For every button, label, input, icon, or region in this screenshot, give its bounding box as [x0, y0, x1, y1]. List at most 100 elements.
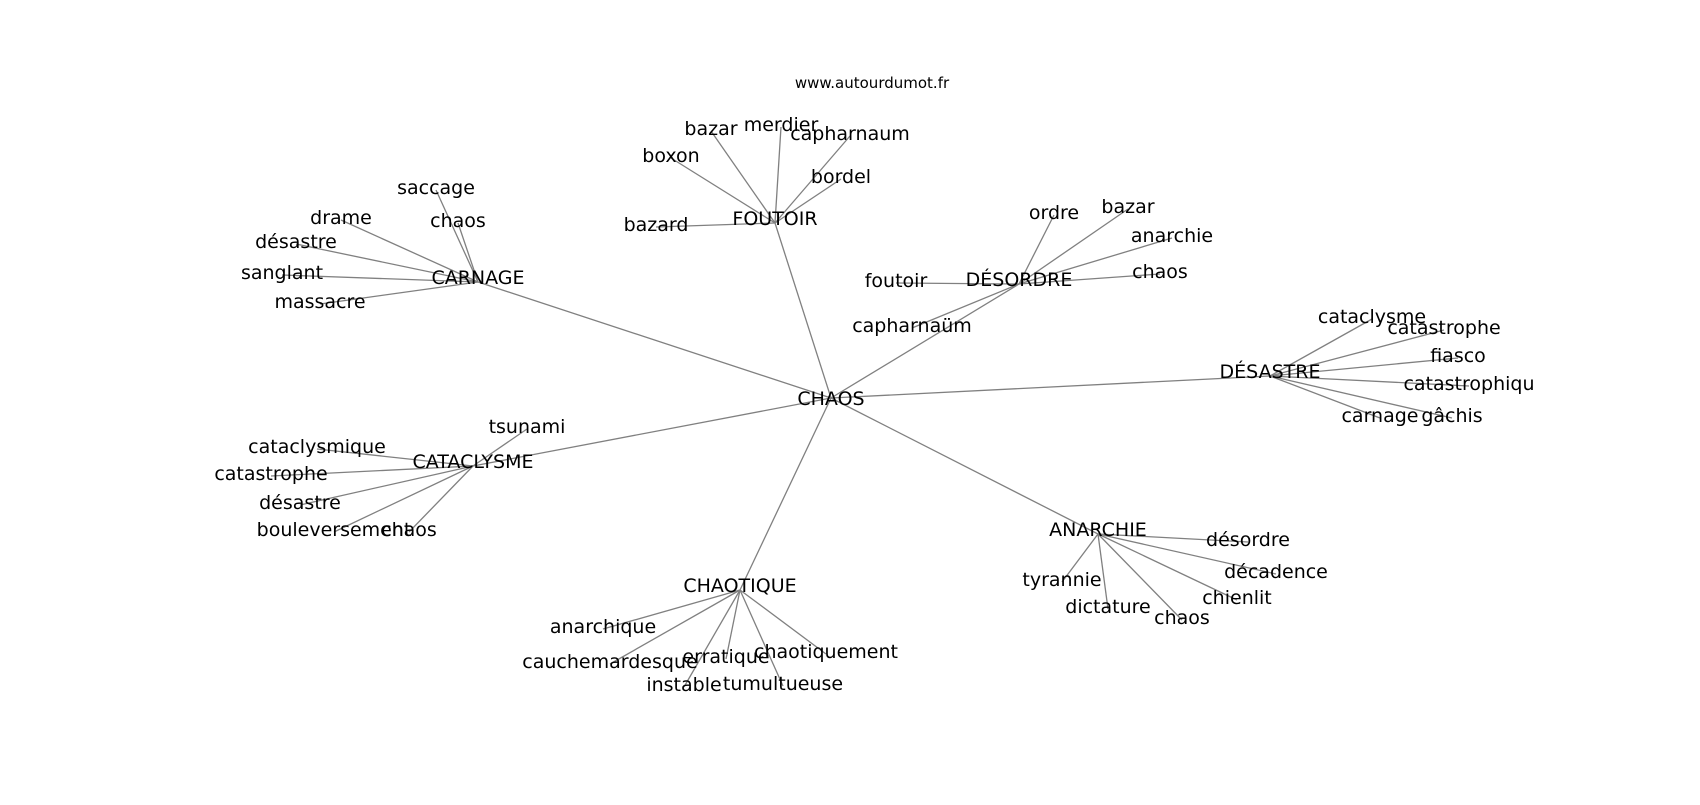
edge-foutoir-leaf — [774, 135, 851, 224]
leaf-node: boxon — [642, 145, 699, 167]
edge-cataclysme-leaf — [472, 428, 528, 467]
leaf-node: désordre — [1206, 529, 1290, 551]
leaf-node: chaotiquement — [754, 641, 898, 663]
edge-desordre-leaf — [1018, 237, 1173, 285]
edges-layer — [270, 126, 1470, 688]
edge-cataclysme-leaf — [408, 465, 474, 533]
leaf-node: cataclysme — [1318, 306, 1426, 328]
hub-node-anarchie: ANARCHIE — [1049, 519, 1147, 541]
edge-carnage-leaf — [295, 243, 479, 283]
leaf-node: ordre — [1029, 202, 1079, 224]
leaf-node: chaos — [1132, 261, 1188, 283]
edge-desastre-leaf — [1269, 375, 1470, 387]
leaf-node: bordel — [811, 166, 871, 188]
leaf-node: capharnaüm — [852, 315, 972, 337]
edge-desordre-leaf — [1018, 214, 1055, 285]
edge-foutoir-leaf — [774, 126, 782, 224]
edge-desordre-leaf — [1018, 273, 1161, 285]
leaf-node: catastrophe — [1387, 317, 1500, 339]
leaf-node: massacre — [274, 291, 365, 313]
hub-node-chaotique: CHAOTIQUE — [683, 575, 796, 597]
edge-desastre-leaf — [1269, 375, 1453, 419]
leaf-node: bazar — [684, 118, 737, 140]
leaf-node: chaos — [381, 519, 437, 541]
leaf-node: cauchemardesque — [522, 651, 697, 673]
edge-anarchie-leaf — [1097, 533, 1277, 575]
leaf-node: anarchie — [1131, 225, 1213, 247]
hub-node-desordre: DÉSORDRE — [966, 268, 1073, 291]
edge-carnage-leaf — [457, 222, 479, 283]
edge-chaotique-leaf — [683, 589, 741, 688]
leaf-node: tumultueuse — [723, 673, 843, 695]
leaf-node: fiasco — [1430, 345, 1486, 367]
edge-anarchie-leaf — [1061, 533, 1099, 583]
leaf-node: bazar — [1101, 196, 1154, 218]
leaf-node: erratique — [682, 646, 769, 668]
edge-center-desastre — [830, 375, 1271, 399]
leaf-node: foutoir — [865, 270, 928, 292]
edge-desastre-leaf — [1269, 357, 1459, 377]
leaf-node: décadence — [1224, 561, 1328, 583]
edge-carnage-leaf — [435, 189, 479, 283]
edge-anarchie-leaf — [1097, 533, 1183, 621]
edge-chaotique-leaf — [739, 589, 784, 687]
edge-cataclysme-leaf — [316, 448, 474, 467]
edge-foutoir-leaf — [670, 157, 776, 224]
center-node: CHAOS — [797, 388, 864, 410]
edge-carnage-leaf — [281, 274, 479, 283]
leaf-node: chaos — [430, 210, 486, 232]
edge-anarchie-leaf — [1097, 533, 1249, 543]
edge-desastre-leaf — [1269, 318, 1373, 377]
edge-chaotique-leaf — [602, 589, 741, 630]
hub-node-carnage: CARNAGE — [431, 267, 524, 289]
leaf-node: bouleversement — [257, 519, 412, 541]
edge-chaotique-leaf — [725, 589, 741, 660]
leaf-node: tsunami — [489, 416, 566, 438]
edge-center-chaotique — [739, 397, 832, 591]
leaf-node: gâchis — [1421, 405, 1482, 427]
edge-cataclysme-leaf — [270, 465, 474, 477]
edge-center-carnage — [477, 281, 832, 399]
leaf-node: désastre — [259, 492, 341, 514]
edge-desastre-leaf — [1269, 329, 1445, 377]
edge-desordre-leaf — [895, 282, 1020, 285]
leaf-node: anarchique — [550, 616, 656, 638]
edge-chaotique-leaf — [739, 589, 827, 655]
edge-desordre-leaf — [1018, 208, 1129, 285]
edge-center-anarchie — [830, 397, 1099, 535]
edge-foutoir-leaf — [655, 222, 776, 228]
hub-node-cataclysme: CATACLYSME — [413, 451, 534, 473]
leaf-node: chienlit — [1202, 587, 1272, 609]
edge-cataclysme-leaf — [333, 465, 474, 533]
leaf-node: bazard — [624, 214, 689, 236]
edge-carnage-leaf — [340, 219, 479, 283]
edge-chaotique-leaf — [609, 589, 741, 665]
edge-foutoir-leaf — [774, 178, 842, 224]
leaf-node: cataclysmique — [248, 436, 386, 458]
leaf-node: instable — [646, 674, 721, 696]
leaf-node: catastrophe — [214, 463, 327, 485]
edge-cataclysme-leaf — [299, 465, 474, 506]
source-credit: www.autourdumot.fr — [795, 74, 950, 92]
edge-desordre-leaf — [911, 283, 1020, 329]
leaf-node: désastre — [255, 231, 337, 253]
leaf-node: tyrannie — [1022, 569, 1101, 591]
leaf-node: dictature — [1065, 596, 1150, 618]
leaf-node: chaos — [1154, 607, 1210, 629]
edge-center-foutoir — [774, 222, 832, 399]
edge-carnage-leaf — [319, 281, 479, 305]
leaf-node: saccage — [397, 177, 475, 199]
leaf-node: sanglant — [241, 262, 323, 284]
edge-center-desordre — [830, 283, 1020, 399]
leaf-node: catastrophiqu — [1403, 373, 1534, 395]
leaf-node: carnage — [1341, 405, 1418, 427]
edge-desastre-leaf — [1269, 375, 1381, 419]
leaf-node: drame — [310, 207, 372, 229]
leaf-node: merdier — [744, 114, 819, 136]
leaf-node: capharnaum — [790, 123, 910, 145]
edge-anarchie-leaf — [1097, 533, 1109, 610]
hub-node-foutoir: FOUTOIR — [732, 208, 817, 230]
